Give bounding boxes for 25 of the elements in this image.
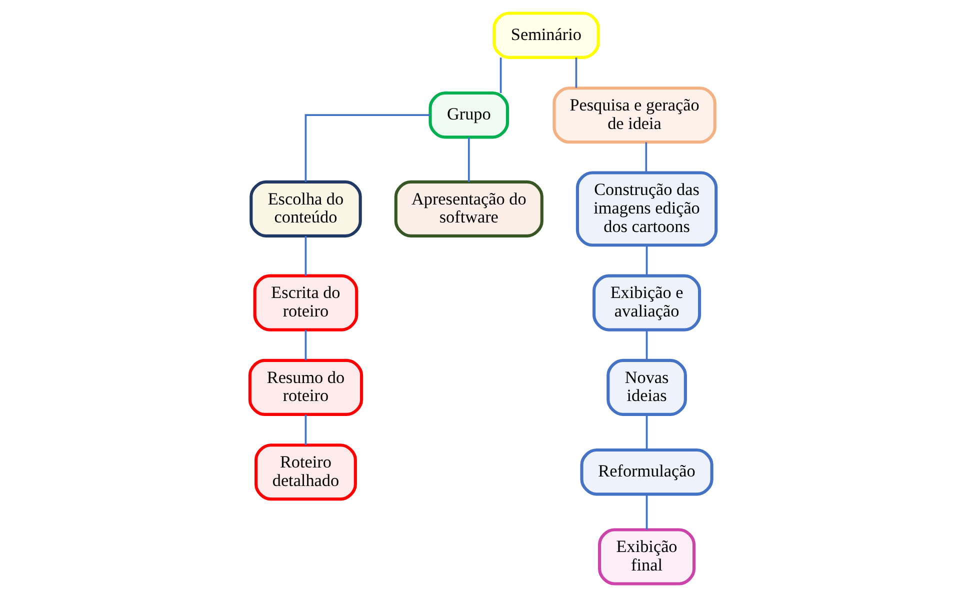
connector: [646, 246, 648, 276]
connector: [304, 330, 307, 360]
node-box: Pesquisa e geração de ideia: [552, 86, 716, 144]
node-box: Roteiro detalhado: [254, 444, 357, 501]
node-box: Construção das imagens edição dos cartoons: [576, 171, 718, 247]
node-box: Escolha do conteúdo: [250, 180, 362, 238]
connector: [646, 414, 648, 450]
connector: [646, 330, 648, 360]
node-box: Seminário: [492, 12, 600, 59]
connector: [500, 58, 502, 93]
node-box: Novas ideias: [606, 358, 687, 416]
connector: [468, 137, 470, 182]
node-box: Resumo do roteiro: [248, 358, 364, 416]
node-box: Reformulação: [580, 448, 714, 496]
node-box: Escrita do roteiro: [253, 274, 358, 332]
node-box: Exibição final: [598, 528, 696, 586]
connector: [575, 58, 578, 88]
connector: [304, 114, 430, 182]
node-box: Exibição e avaliação: [592, 274, 702, 332]
node-box: Grupo: [428, 91, 510, 139]
connector: [645, 142, 648, 172]
connector: [304, 414, 307, 445]
connector: [646, 494, 648, 530]
connector: [304, 236, 307, 276]
node-box: Apresentação do software: [394, 180, 544, 238]
